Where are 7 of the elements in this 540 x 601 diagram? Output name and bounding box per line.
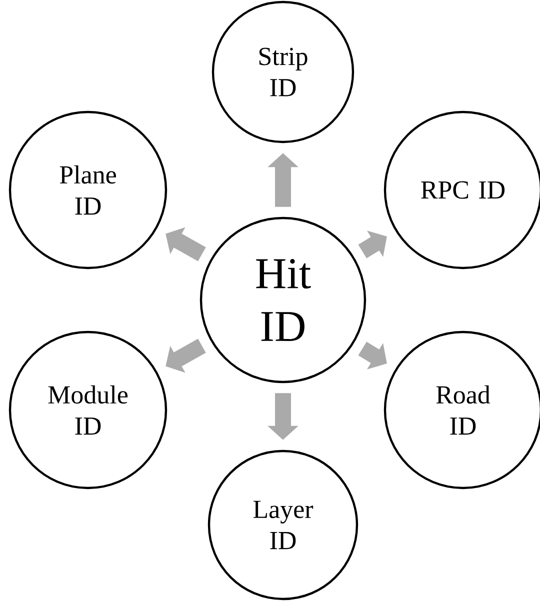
block-arrow [166, 338, 206, 373]
circle-node: Module ID [8, 330, 168, 490]
circle-node: Hit ID [200, 216, 366, 384]
block-arrow [358, 230, 387, 258]
circle-node: Layer ID [208, 450, 358, 600]
circle-node: Strip ID [212, 0, 354, 144]
circle-node: Plane ID [8, 110, 168, 270]
